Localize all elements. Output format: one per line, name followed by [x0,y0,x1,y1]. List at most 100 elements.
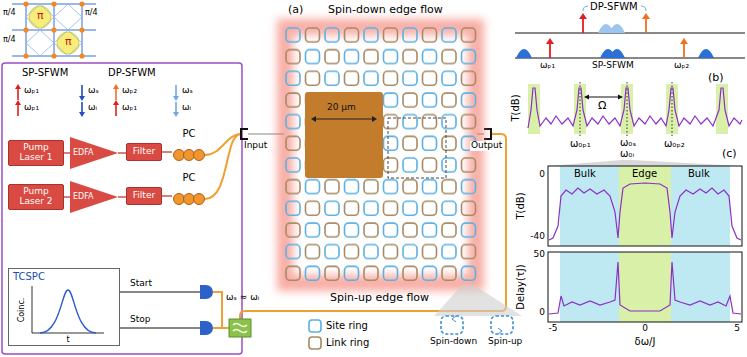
frequency-label: ωₚ₁ [540,61,555,71]
transmission-plot [666,84,678,134]
energy-diagram [113,84,119,89]
detector [200,285,213,299]
lattice-inset [26,4,82,56]
transmission-plot [548,160,742,166]
polarization-controller: PC [172,172,206,206]
process-title: SP-SFWM [22,67,68,78]
energy-diagram [79,96,85,101]
legend-label: Site ring [326,320,368,331]
axis-label: t [66,336,69,345]
frequency-label: ωᵢ [182,103,191,113]
frequency-label: ωₚ₁ [24,103,39,113]
optical-fiber [205,134,241,199]
tcspc-box: TCSPC [8,268,120,346]
frequency-label: ωₚ₁ [24,86,39,96]
transmission-plot [716,84,728,134]
energy-diagram [115,104,117,116]
fiber-loop [174,194,185,205]
fiber-loop [194,150,205,161]
energy-diagram [15,100,21,105]
frequency-label: ωₚ₂ [122,86,137,96]
heater-pad [305,92,383,178]
connector-line [162,195,172,196]
spin-ring [441,316,463,334]
setup-panel [2,63,242,354]
lattice-inset [23,53,28,58]
axis-label: T(dB) [510,94,521,121]
lattice-inset [23,1,84,58]
spin-ring [452,316,456,322]
energy-diagram [113,100,119,105]
lattice-inset [23,1,28,6]
transmission-plot [621,84,633,134]
legend-swatch [309,320,321,332]
grating-coupler [241,129,248,139]
legend-label: Link ring [326,337,369,348]
polarization-controller: PC [172,128,206,162]
phase-label: π/4 [2,9,17,18]
node-label: Pump Laser 1 [11,143,61,163]
node-label: Filter [133,191,155,201]
filter-label: ωₛ ≈ ωᵢ [226,293,259,303]
scale-label: 20 μm [327,103,356,113]
ring-lattice [283,25,478,285]
spacing-label: Ω [598,100,606,112]
flow-label: Spin-up edge flow [330,292,429,304]
signal-label: Stop [130,315,150,325]
band-label: Edge [632,168,657,179]
edge-band-plot [549,183,741,240]
amplifier-shape [70,181,118,213]
process-title: DP-SFWM [108,67,156,78]
signal-label: Start [130,279,152,289]
transmission-plot [528,82,742,166]
node-label: EDFA [70,193,94,202]
amplifier-shape [70,137,118,169]
grating-coupler [484,129,491,139]
node-label: PC [182,172,195,183]
lattice-inset [51,1,56,6]
spin-ring [441,316,513,334]
amplifier-triangle: EDFA [70,137,118,169]
fiber-loop [174,150,185,161]
axis-label: Coinc. [18,298,27,323]
frequency-label: ω₀ₛ [620,137,636,148]
energy-diagram [115,88,117,100]
detector [200,321,213,335]
frequency-label: ω₀ᵢ [620,148,634,159]
lattice-inset [23,27,28,32]
spin-ring [491,316,513,334]
fiber-loop [184,194,195,205]
heater-pad [305,92,383,178]
frequency-label: ωₚ₂ [674,61,689,71]
transmission-plot [528,88,742,128]
transmission-plot [574,84,586,134]
flux-label: π [37,10,44,22]
bandpass-filter [229,319,251,337]
lattice-inset [51,27,56,32]
tick-label: -5 [549,324,558,334]
energy-diagram [15,84,21,89]
flux-label: π [65,36,72,48]
edge-band-plot [619,166,671,246]
fiber-loop [194,194,205,205]
tick-label: 0 [539,308,545,318]
lattice-inset [57,32,79,54]
port-label: Output [470,141,503,151]
connector-line [118,196,126,197]
legend-swatch [309,337,321,349]
energy-diagram [79,112,85,117]
pump-laser-box: Pump Laser 1 [8,140,64,166]
phase-label: π/4 [84,9,99,18]
tick-label: 0 [642,324,648,334]
axis-label: T(dB) [515,192,526,219]
ring-lattice [283,25,478,285]
connector-line [118,152,126,153]
frequency-label: ωᵢ [88,103,97,113]
axis-label: δω/J [635,336,656,347]
node-label: Pump Laser 2 [11,187,61,207]
spectrum-schematic [646,18,684,58]
tick-label: 50 [534,250,545,260]
panel-label: (c) [722,148,737,160]
bandpass-filter [229,319,251,337]
